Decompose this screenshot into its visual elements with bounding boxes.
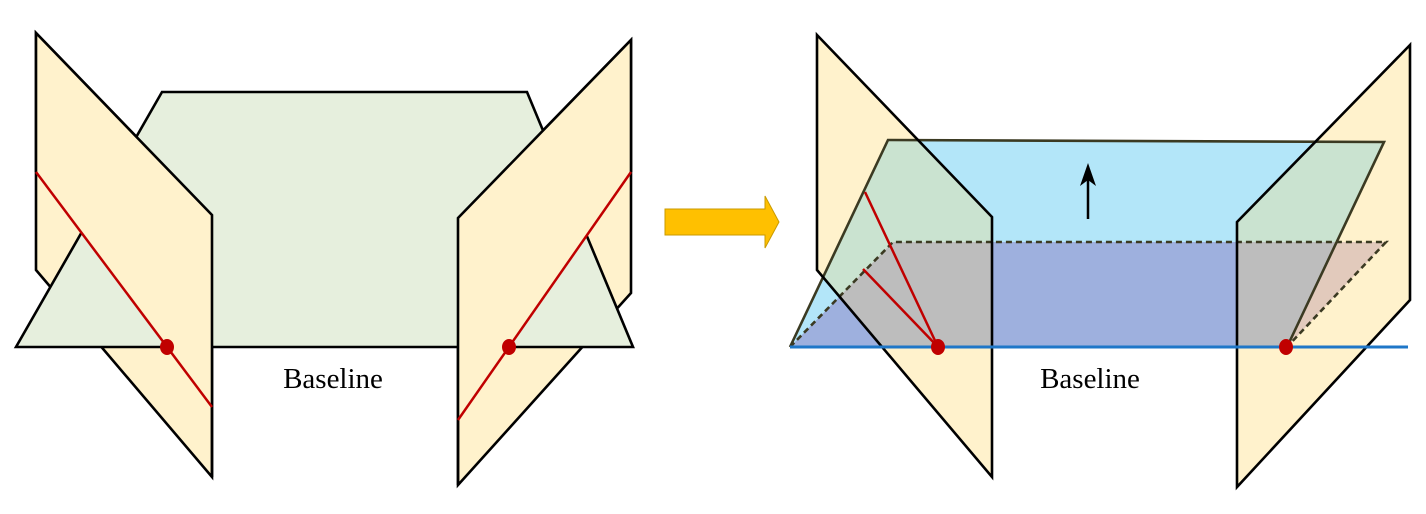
epipolar-line-2	[862, 268, 939, 348]
baseline-label-right: Baseline	[1040, 363, 1140, 395]
right-epipole-point	[502, 339, 516, 355]
left-image-plane-outline	[815, 31, 994, 481]
left-epipolar-line	[34, 171, 214, 408]
baseline-label-left: Baseline	[283, 363, 383, 395]
left-diagram: Baseline	[13, 29, 635, 489]
transform-arrow-icon	[664, 195, 780, 249]
right-camera-center-point	[1279, 339, 1293, 355]
right-image-plane-outline	[1235, 41, 1412, 491]
left-image-plane-front	[36, 33, 212, 407]
right-epipolar-line	[456, 171, 633, 421]
left-camera-center-point	[931, 339, 945, 355]
right-image-plane-front	[458, 40, 631, 420]
up-arrow-icon	[1080, 163, 1096, 219]
left-plane-outline	[34, 29, 214, 477]
left-epipole-point	[160, 339, 174, 355]
right-diagram: Baseline	[788, 31, 1412, 491]
upper-plane-outline	[788, 138, 1387, 348]
lower-plane-dashed-outline	[789, 240, 1390, 348]
epipolar-line-1	[863, 191, 940, 348]
right-plane-outline	[456, 36, 633, 485]
